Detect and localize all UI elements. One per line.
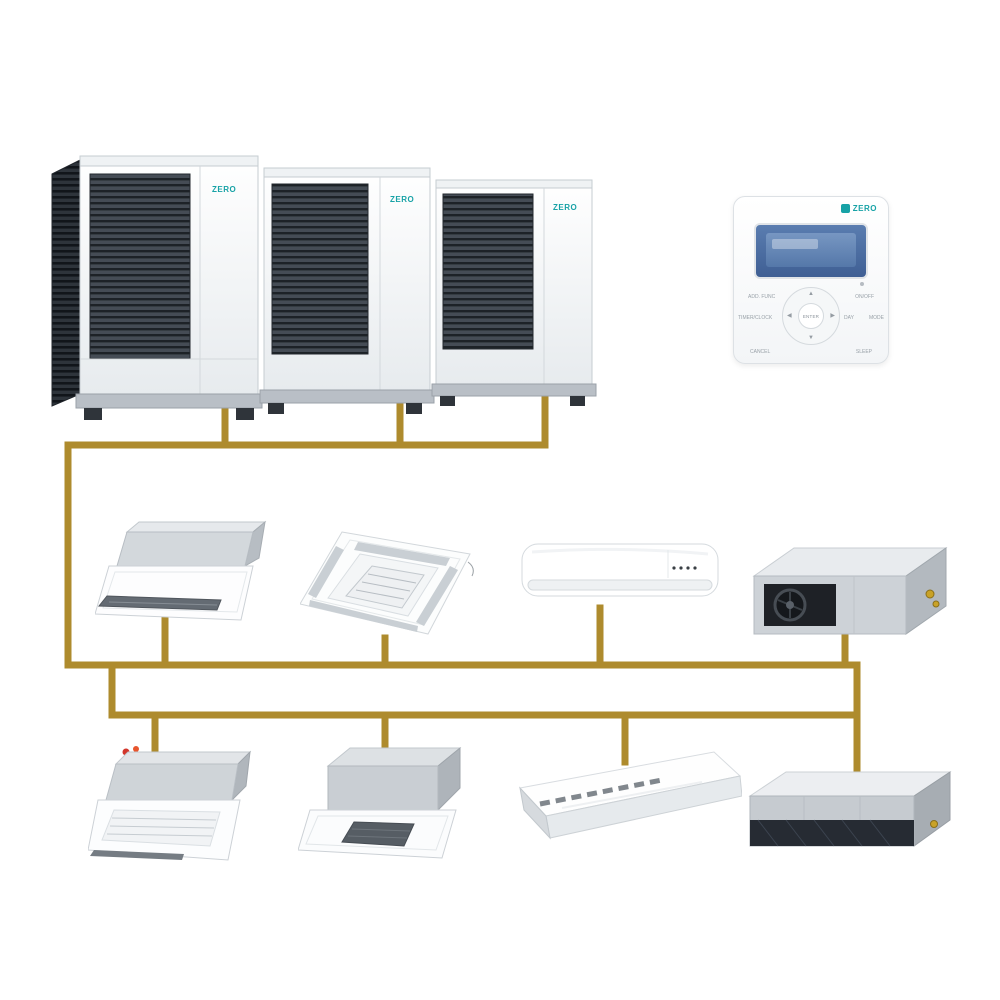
brand-logo: ZERO [212,185,236,194]
front-grille [89,173,191,360]
controller-display [754,223,868,279]
indoor-ceiling-suspended [502,742,742,874]
outdoor-module-3: ZERO [431,179,597,406]
enter-button: ENTER [798,303,824,329]
refrigerant-fitting [930,820,938,828]
outdoor-module-2: ZERO [259,167,435,414]
louver-right [416,566,458,626]
add-func-button: ADD. FUNC [748,294,776,300]
cassette-body [327,765,439,811]
refrigerant-fitting [925,589,935,599]
pipe-main-run [64,441,861,779]
arrow-right-icon: ▶ [830,313,835,319]
sleep-button: SLEEP [855,349,872,355]
indoor-ducted-high-static [742,536,952,646]
arrow-up-icon: ▲ [808,291,814,297]
on-off-button: ON/OFF [855,294,874,300]
side-grille [51,159,81,407]
indoor-one-way-cassette [95,518,275,636]
louver-left [308,546,344,598]
display-indicators [672,566,697,570]
air-outlet-slots [539,777,663,807]
brand-mark-icon [840,204,850,213]
controller-brand: ZERO [840,204,877,213]
outdoor-unit-row: ZERO ZERO [50,148,620,438]
air-outlet [90,850,184,860]
brand-logo: ZERO [390,195,414,204]
front-grille [271,183,369,355]
brand-logo: ZERO [852,204,877,213]
valve-orange [133,746,139,752]
refrigerant-fitting [932,600,940,608]
intake-grille [341,821,415,847]
indoor-ducted-slim [742,762,957,862]
indoor-compact-cassette [298,738,470,870]
indoor-four-way-cassette [300,522,475,647]
louver-top [354,542,450,566]
display-segments [772,239,818,249]
indoor-wall-mounted [518,538,723,610]
intake-grille [101,809,221,847]
timer-clock-button: TIMER/CLOCK [738,315,773,321]
indicator-led [860,282,864,286]
cassette-body [105,763,239,801]
pipe-branch-riser [108,661,861,719]
display-panel [766,233,856,267]
cassette-body [116,531,254,567]
arrow-down-icon: ▼ [808,335,814,341]
wall-controller: ZERO ▲ ▼ ◀ ▶ ENTER ADD. FUNC ON/OFF TIME… [733,196,889,364]
cancel-button: CANCEL [750,349,771,355]
base-rail [259,389,435,404]
brand-logo: ZERO [553,203,577,212]
mode-button: MODE [869,315,884,321]
base-rail [75,393,263,409]
louver-bottom [309,600,418,632]
air-outlet-flap [527,579,713,591]
dpad: ▲ ▼ ◀ ▶ ENTER [782,287,840,345]
day-button: DAY [844,315,854,321]
intake-grille [345,565,425,609]
drain-wire [467,561,474,577]
arrow-left-icon: ◀ [787,313,792,319]
front-grille [442,193,534,350]
indoor-one-way-cassette-panel [88,742,268,877]
outdoor-module-1: ZERO [51,155,263,420]
base-rail [431,383,597,397]
